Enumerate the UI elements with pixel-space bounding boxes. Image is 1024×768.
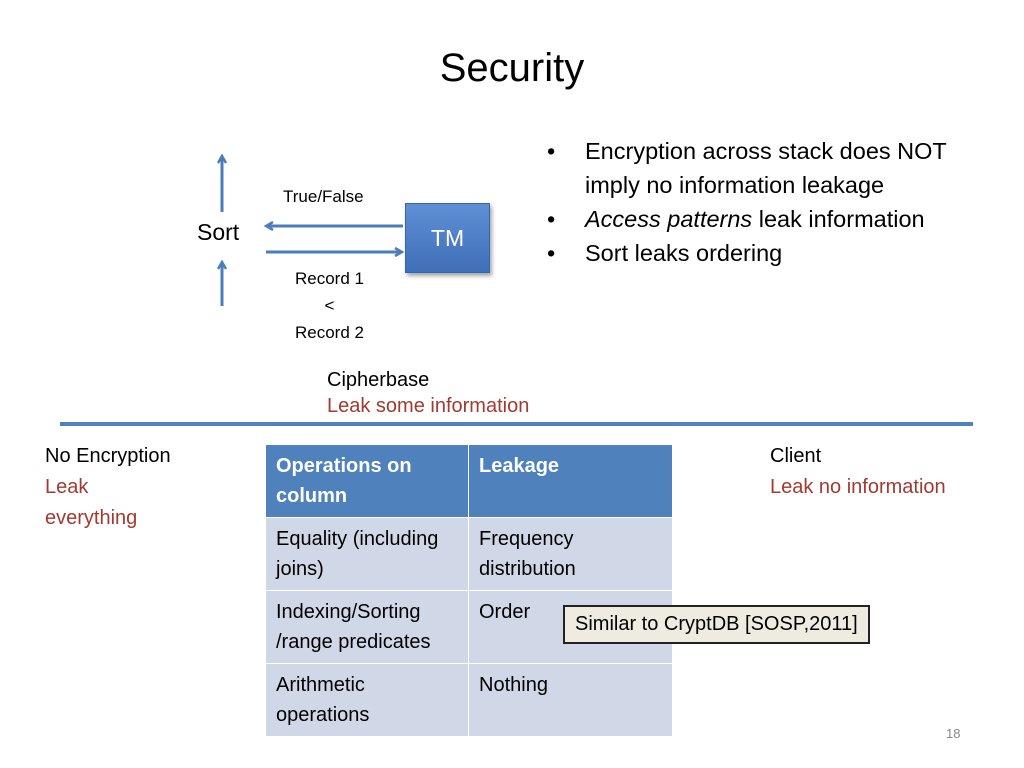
- bullet-text: Encryption across stack does NOT imply n…: [585, 138, 947, 198]
- bullet-dot-icon: •: [547, 240, 556, 266]
- record-line: <: [324, 296, 335, 315]
- slide-title: Security: [439, 46, 585, 90]
- table-cell: Indexing/Sorting /range predicates: [265, 590, 469, 664]
- record-comparison-label: Record 1 < Record 2: [282, 265, 377, 346]
- record-line: Record 2: [295, 323, 364, 342]
- column-header: Leakage: [468, 444, 673, 518]
- operations-leakage-table: Operations on column Leakage Equality (i…: [265, 444, 673, 737]
- bullet-item: • Encryption across stack does NOT imply …: [545, 134, 985, 202]
- client-label: Client: [770, 445, 822, 467]
- sort-label: Sort: [197, 219, 240, 245]
- bullet-text: leak information: [752, 206, 925, 232]
- client-block: Client Leak no information: [770, 441, 1010, 503]
- no-encryption-block: No Encryption Leak everything: [45, 441, 215, 534]
- table-row: Indexing/Sorting /range predicates Order: [265, 590, 673, 664]
- true-false-label: True/False: [283, 187, 364, 206]
- page-number: 18: [946, 726, 961, 741]
- tm-box: TM: [405, 203, 490, 273]
- bullet-dot-icon: •: [547, 206, 556, 232]
- bullet-italic-text: Access patterns: [585, 206, 753, 232]
- column-header: Operations on column: [265, 444, 469, 518]
- bullet-item: • Sort leaks ordering: [545, 236, 985, 270]
- no-encryption-leak-line: everything: [45, 507, 138, 529]
- table-header-row: Operations on column Leakage: [265, 444, 673, 518]
- table-row: Arithmetic operations Nothing: [265, 663, 673, 737]
- cipherbase-block: Cipherbase Leak some information: [327, 367, 529, 419]
- cipherbase-label: Cipherbase: [327, 369, 430, 391]
- table-cell: Equality (including joins): [265, 517, 469, 591]
- no-encryption-leak-line: Leak: [45, 476, 89, 498]
- cipherbase-leak-label: Leak some information: [327, 395, 530, 417]
- client-leak-label: Leak no information: [770, 476, 946, 498]
- table-cell: Arithmetic operations: [265, 663, 469, 737]
- section-divider: [60, 422, 973, 426]
- table-cell: Frequency distribution: [468, 517, 673, 591]
- bullet-list: • Encryption across stack does NOT imply …: [545, 134, 985, 270]
- bullet-item: • Access patterns leak information: [545, 202, 985, 236]
- table-cell: Nothing: [468, 663, 673, 737]
- no-encryption-label: No Encryption: [45, 445, 171, 467]
- bullet-dot-icon: •: [547, 138, 556, 164]
- bullet-text: Sort leaks ordering: [585, 240, 783, 266]
- record-line: Record 1: [295, 269, 364, 288]
- table-row: Equality (including joins) Frequency dis…: [265, 517, 673, 591]
- cryptdb-callout: Similar to CryptDB [SOSP,2011]: [563, 605, 870, 644]
